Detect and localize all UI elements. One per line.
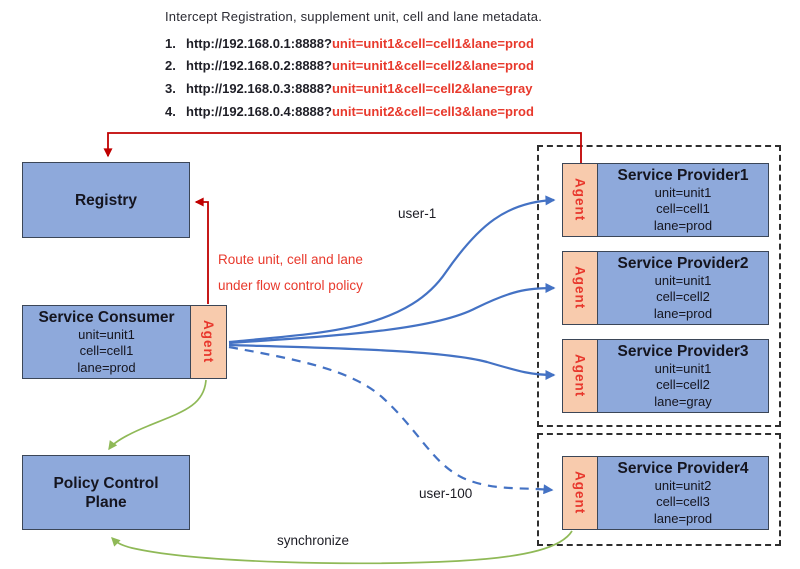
consumer-agent-strip: Agent	[190, 306, 226, 378]
service-consumer-box: Service Consumer unit=unit1 cell=cell1 l…	[22, 305, 227, 379]
url-base: http://192.168.0.2:8888?	[186, 58, 332, 74]
agent-label: Agent	[201, 320, 216, 364]
blue-route-arrow-provider3	[228, 343, 556, 380]
provider-2-label: Service Provider2	[617, 254, 749, 272]
provider-1-body: Service Provider1 unit=unit1 cell=cell1 …	[598, 164, 768, 236]
list-item-number: 2.	[165, 58, 176, 74]
user-1-label: user-1	[398, 206, 437, 221]
service-consumer-label: Service Consumer	[38, 308, 175, 326]
provider-1-agent-strip: Agent	[563, 164, 598, 236]
red-register-arrow-consumer-to-registry	[194, 197, 209, 304]
service-provider-4-box: Agent Service Provider4 unit=unit2 cell=…	[562, 456, 769, 530]
route-annotation-line2: under flow control policy	[218, 278, 363, 293]
registry-box: Registry	[22, 162, 190, 238]
synchronize-label: synchronize	[277, 533, 350, 548]
blue-route-arrow-dashed-provider4	[228, 345, 554, 495]
policy-control-plane-box: Policy Control Plane	[22, 455, 190, 530]
service-consumer-body: Service Consumer unit=unit1 cell=cell1 l…	[23, 306, 190, 378]
provider-1-unit: unit=unit1	[654, 184, 712, 200]
diagram-title: Intercept Registration, supplement unit,…	[165, 9, 543, 24]
provider-3-body: Service Provider3 unit=unit1 cell=cell2 …	[598, 340, 768, 412]
provider-4-lane: lane=prod	[653, 510, 713, 526]
registry-label: Registry	[74, 191, 138, 209]
list-item-number: 4.	[165, 103, 176, 119]
policy-label-line1: Policy Control	[53, 474, 159, 492]
list-item: 1. http://192.168.0.1:8888?unit=unit1&cel…	[165, 32, 534, 55]
provider-2-cell: cell=cell2	[656, 289, 710, 305]
route-annotation: Route unit, cell and lane under flow con…	[218, 247, 363, 299]
provider-4-cell: cell=cell3	[656, 494, 710, 510]
list-item: 2. http://192.168.0.2:8888?unit=unit1&cel…	[165, 55, 534, 78]
agent-label: Agent	[572, 471, 588, 515]
green-policy-arrow-consumer-to-policy	[108, 379, 207, 451]
agent-label: Agent	[572, 178, 588, 222]
url-query: unit=unit1&cell=cell2&lane=gray	[331, 80, 533, 96]
red-register-arrow-provider1-to-registry	[103, 132, 582, 163]
provider-3-lane: lane=gray	[654, 393, 712, 409]
provider-4-unit: unit=unit2	[654, 477, 712, 493]
provider-4-label: Service Provider4	[617, 459, 749, 477]
provider-1-label: Service Provider1	[617, 166, 749, 184]
url-query: unit=unit2&cell=cell3&lane=prod	[331, 103, 534, 119]
route-annotation-line1: Route unit, cell and lane	[218, 252, 363, 267]
service-provider-2-box: Agent Service Provider2 unit=unit1 cell=…	[562, 251, 769, 325]
user-100-label: user-100	[419, 486, 473, 501]
url-base: http://192.168.0.3:8888?	[186, 80, 332, 96]
service-provider-1-box: Agent Service Provider1 unit=unit1 cell=…	[562, 163, 769, 237]
list-item-number: 1.	[165, 35, 176, 51]
provider-3-cell: cell=cell2	[656, 377, 710, 393]
url-query: unit=unit1&cell=cell2&lane=prod	[331, 58, 534, 74]
agent-label: Agent	[572, 266, 588, 310]
provider-1-cell: cell=cell1	[656, 201, 710, 217]
list-item-number: 3.	[165, 80, 176, 96]
provider-4-body: Service Provider4 unit=unit2 cell=cell3 …	[598, 457, 768, 529]
consumer-unit: unit=unit1	[78, 326, 135, 342]
provider-2-body: Service Provider2 unit=unit1 cell=cell2 …	[598, 252, 768, 324]
url-base: http://192.168.0.4:8888?	[186, 103, 332, 119]
list-item: 4. http://192.168.0.4:8888?unit=unit2&cel…	[165, 100, 534, 123]
provider-3-unit: unit=unit1	[654, 360, 712, 376]
list-item: 3. http://192.168.0.3:8888?unit=unit1&cel…	[165, 77, 534, 100]
provider-2-agent-strip: Agent	[563, 252, 598, 324]
service-provider-3-box: Agent Service Provider3 unit=unit1 cell=…	[562, 339, 769, 413]
provider-3-agent-strip: Agent	[563, 340, 598, 412]
registration-url-list: 1.http://192.168.0.1:8888?unit=unit1&cel…	[165, 32, 534, 122]
agent-label: Agent	[572, 354, 588, 398]
provider-4-agent-strip: Agent	[563, 457, 598, 529]
consumer-lane: lane=prod	[77, 359, 136, 375]
consumer-cell: cell=cell1	[79, 343, 134, 359]
provider-2-unit: unit=unit1	[654, 272, 712, 288]
policy-label-line2: Plane	[85, 493, 127, 511]
provider-1-lane: lane=prod	[653, 217, 713, 233]
provider-3-label: Service Provider3	[617, 342, 749, 360]
url-query: unit=unit1&cell=cell1&lane=prod	[331, 35, 534, 51]
provider-2-lane: lane=prod	[653, 305, 713, 321]
url-base: http://192.168.0.1:8888?	[186, 35, 332, 51]
